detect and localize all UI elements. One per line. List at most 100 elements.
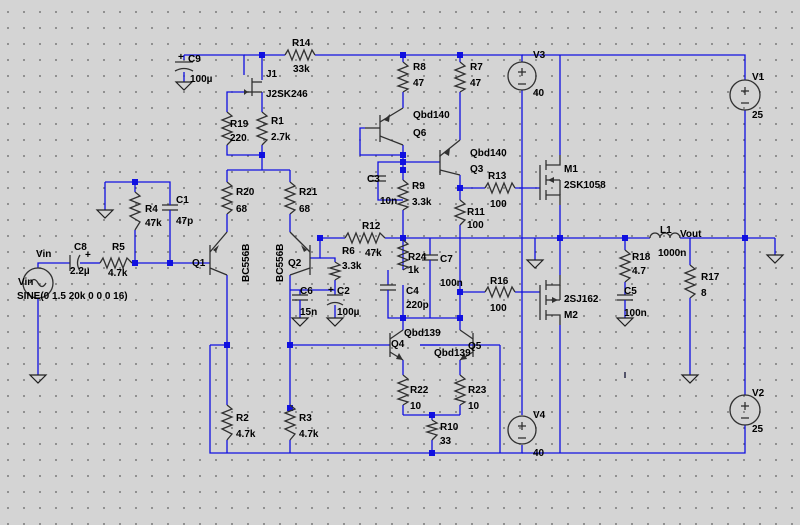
label-r16-value: 100: [490, 303, 507, 314]
net-label-vout: Vout: [680, 229, 702, 240]
label-r17-value: 8: [701, 288, 707, 299]
jfet-j1: [244, 78, 262, 96]
label-r21-value: 68: [299, 204, 311, 215]
label-r3-value: 4.7k: [299, 429, 319, 440]
ground-icon: [28, 374, 48, 384]
label-r1-value: 2.7k: [271, 132, 291, 143]
resistor-r12: [344, 231, 386, 245]
label-r1-name: R1: [271, 116, 284, 127]
capacitor-c5: [617, 294, 633, 305]
label-q5-value: Qbd139: [434, 348, 471, 359]
label-r16-name: R16: [490, 276, 509, 287]
svg-text:+: +: [85, 250, 91, 261]
label-r11-name: R11: [467, 207, 485, 218]
label-c1-value: 47p: [176, 216, 193, 227]
label-q2-name: Q2: [288, 258, 302, 269]
label-c3-value: 10n: [380, 196, 397, 207]
label-v4-name: V4: [533, 410, 546, 421]
label-v1-name: V1: [752, 72, 765, 83]
ground-icon: [290, 317, 310, 327]
resistor-r19: [220, 111, 234, 146]
label-r18-value: 4.7: [632, 266, 646, 277]
label-r7-name: R7: [470, 62, 483, 73]
grounds: [28, 81, 785, 384]
resistor-r20: [220, 181, 234, 215]
label-q2-value: BC556B: [275, 244, 286, 282]
transistor-q2: [289, 231, 311, 276]
capacitor-c2: +: [326, 285, 344, 306]
ground-icon: [680, 374, 700, 384]
label-r12-name: R12: [362, 221, 381, 232]
label-r8-value: 47: [413, 78, 425, 89]
label-m1-value: 2SK1058: [564, 180, 606, 191]
label-r4-name: R4: [145, 204, 158, 215]
inductor-l1: [649, 232, 681, 239]
label-r22-value: 10: [410, 401, 422, 412]
label-r13-name: R13: [488, 171, 507, 182]
label-r7-value: 47: [470, 78, 482, 89]
resistor-r18: [618, 249, 632, 283]
resistors: [99, 48, 697, 441]
label-v1-value: 25: [752, 110, 764, 121]
label-c2-name: C2: [337, 286, 350, 297]
resistor-r9: [396, 179, 410, 211]
label-r14-value: 33k: [293, 64, 310, 75]
label-r12-value: 47k: [365, 248, 382, 259]
transistors: [209, 78, 561, 361]
label-q6-name: Q6: [413, 128, 427, 139]
capacitor-c3: [370, 168, 386, 188]
label-j1-name: J1: [266, 69, 278, 80]
label-r8-name: R8: [413, 62, 426, 73]
label-q1-value: BC556B: [241, 244, 252, 282]
ground-icon: [95, 209, 115, 219]
resistor-r4: [128, 191, 142, 231]
label-c6-name: C6: [300, 286, 313, 297]
capacitor-c6: [292, 294, 308, 305]
label-r20-value: 68: [236, 204, 248, 215]
ground-icon: [765, 254, 785, 264]
label-c1-name: C1: [176, 195, 189, 206]
label-c8-name: C8: [74, 242, 87, 253]
label-r18-name: R18: [632, 252, 651, 263]
label-r3-name: R3: [299, 413, 312, 424]
mosfet-m2: [539, 275, 561, 325]
capacitor-c4: [380, 284, 396, 299]
label-r19-value: 220: [230, 133, 247, 144]
label-m2-name: M2: [564, 310, 578, 321]
mosfet-m1: [539, 155, 561, 205]
label-q3-value: Qbd140: [470, 148, 507, 159]
resistor-r24: [396, 239, 410, 271]
label-r2-name: R2: [236, 413, 249, 424]
label-r9-name: R9: [412, 181, 425, 192]
label-r24-name: R24: [408, 252, 427, 263]
capacitor-c1: [162, 190, 178, 222]
junctions: [132, 52, 748, 456]
transistor-q3: [439, 139, 461, 176]
label-r14-name: R14: [292, 38, 311, 49]
ground-icon: [325, 317, 345, 327]
label-r4-value: 47k: [145, 218, 162, 229]
label-r19-name: R19: [230, 119, 249, 130]
label-c6-value: 15n: [300, 307, 317, 318]
label-v2-value: 25: [752, 424, 764, 435]
label-r23-value: 10: [468, 401, 480, 412]
label-c9-value: 100µ: [190, 74, 213, 85]
resistor-r23: [453, 374, 467, 406]
label-c3-name: C3: [367, 174, 380, 185]
label-c4-value: 220p: [406, 300, 429, 311]
label-q4-name: Q4: [391, 339, 405, 350]
label-r11-value: 100: [467, 220, 484, 231]
net-label-vin: Vin: [36, 249, 51, 260]
svg-text:+: +: [328, 285, 334, 296]
source-v4: [507, 415, 537, 445]
label-m2-value: 2SJ162: [564, 294, 599, 305]
resistor-r11: [453, 199, 467, 226]
voltage-sources: [22, 61, 761, 445]
capacitor-c9: +: [174, 52, 194, 72]
component-labels: C9 100µ R14 33k J1 J2SK246 R19 220 R1 2.…: [17, 38, 765, 459]
resistor-r10: [424, 419, 440, 441]
label-r21-name: R21: [299, 187, 318, 198]
label-q1-name: Q1: [192, 258, 206, 269]
label-c8-value: 2.2µ: [70, 266, 90, 277]
